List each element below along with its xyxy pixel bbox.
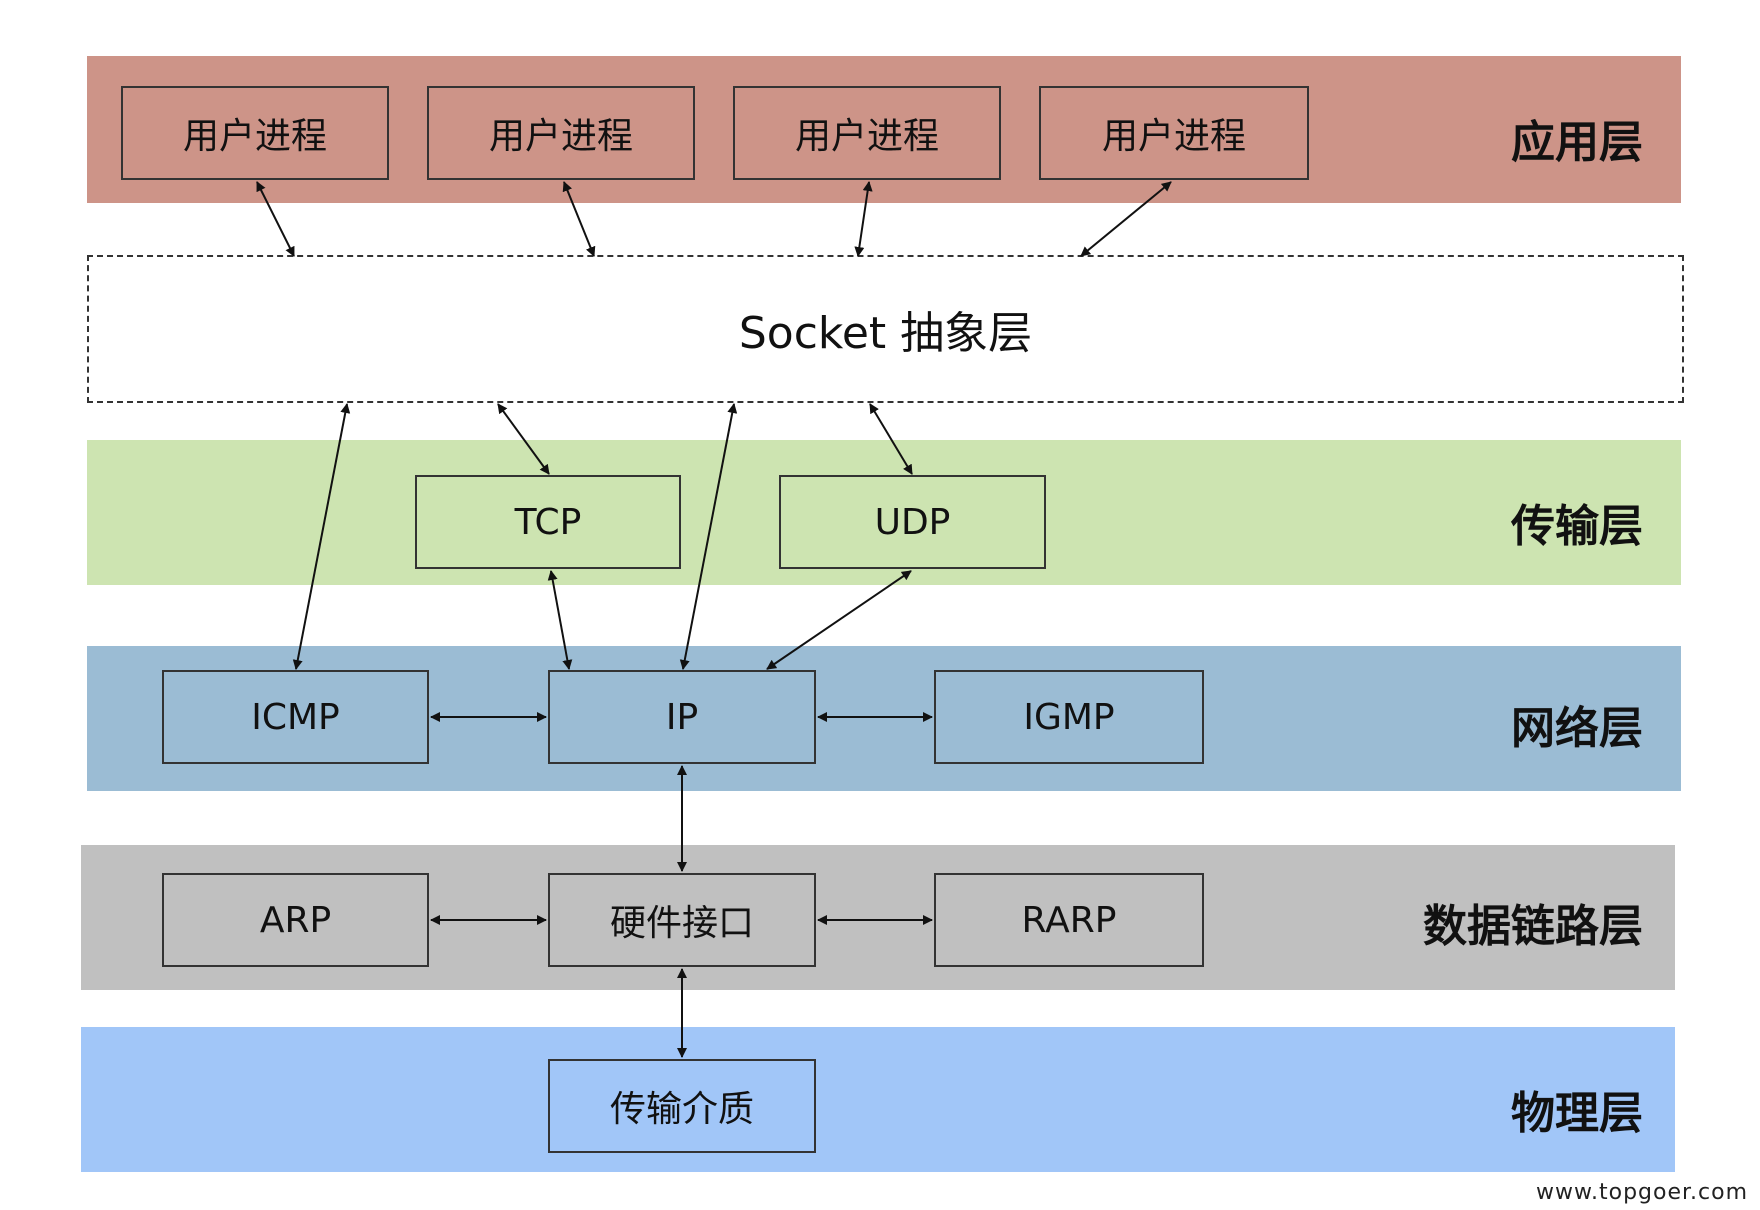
socket-layer-label: Socket 抽象层	[738, 308, 1033, 359]
datalink-layer-label: 数据链路层	[1423, 901, 1643, 952]
igmp-box: IGMP	[934, 670, 1204, 764]
udp-box: UDP	[779, 475, 1046, 569]
network-layer-label: 网络层	[1511, 703, 1643, 754]
physical-layer-label: 物理层	[1511, 1088, 1643, 1139]
transmission-medium-box: 传输介质	[548, 1059, 816, 1153]
arrow-process1-socket	[256, 181, 295, 257]
user-process-box-3: 用户进程	[733, 86, 1001, 180]
arrow-tcp-ip	[547, 570, 573, 670]
arrow-process3-socket	[854, 181, 873, 257]
user-process-box-2: 用户进程	[427, 86, 695, 180]
ip-box: IP	[548, 670, 816, 764]
user-process-box-4: 用户进程	[1039, 86, 1309, 180]
transport-layer-label: 传输层	[1511, 501, 1643, 552]
socket-abstraction-layer: Socket 抽象层	[87, 255, 1684, 403]
arp-box: ARP	[162, 873, 429, 967]
hardware-interface-box: 硬件接口	[548, 873, 816, 967]
icmp-box: ICMP	[162, 670, 429, 764]
arrow-process2-socket	[562, 181, 596, 257]
physical-layer-band	[81, 1027, 1675, 1172]
rarp-box: RARP	[934, 873, 1204, 967]
arrow-process4-socket	[1080, 181, 1172, 257]
watermark: www.topgoer.com	[1536, 1180, 1748, 1205]
application-layer-label: 应用层	[1511, 117, 1643, 168]
arrow-socket-icmp	[292, 403, 351, 670]
arrow-socket-tcp	[497, 403, 550, 475]
user-process-box-1: 用户进程	[121, 86, 389, 180]
arrow-socket-udp	[869, 403, 913, 475]
arrow-udp-ip	[766, 570, 912, 670]
arrow-socket-ip	[679, 403, 738, 670]
